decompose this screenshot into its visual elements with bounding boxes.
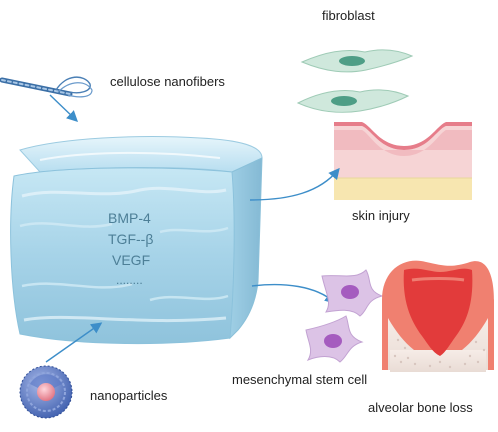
fibroblast-label: fibroblast (322, 8, 375, 23)
growth-factor-vegf: VEGF (112, 252, 150, 268)
skin-injury-label: skin injury (352, 208, 410, 223)
alveolar-bone-loss-label: alveolar bone loss (368, 400, 473, 415)
arrow-to-skin-injury (249, 167, 340, 201)
growth-factor-bmp4: BMP-4 (108, 210, 151, 226)
mesenchymal-stem-cell (321, 269, 384, 317)
nanofiber-arrow (49, 94, 79, 122)
nanoparticle-arrow (45, 322, 103, 363)
mesenchymal-stem-cell-label: mesenchymal stem cell (232, 372, 367, 387)
skin-injury-illustration (334, 122, 472, 200)
growth-factor-tgf-beta: TGF--β (108, 231, 153, 247)
cellulose-nanofibers-label: cellulose nanofibers (110, 74, 225, 89)
fibroblast-cell (300, 49, 414, 73)
mesenchymal-stem-cell (305, 315, 364, 363)
alveolar-bone-illustration (382, 260, 494, 372)
arrow-to-stem-cells (251, 283, 337, 304)
growth-factor-more: ........ (116, 273, 143, 287)
hydrogel-cube (10, 136, 263, 345)
nanoparticle-icon (19, 365, 73, 419)
cellulose-nanofiber-icon (0, 76, 93, 98)
nanoparticles-label: nanoparticles (90, 388, 168, 403)
fibroblast-cell (296, 89, 410, 113)
